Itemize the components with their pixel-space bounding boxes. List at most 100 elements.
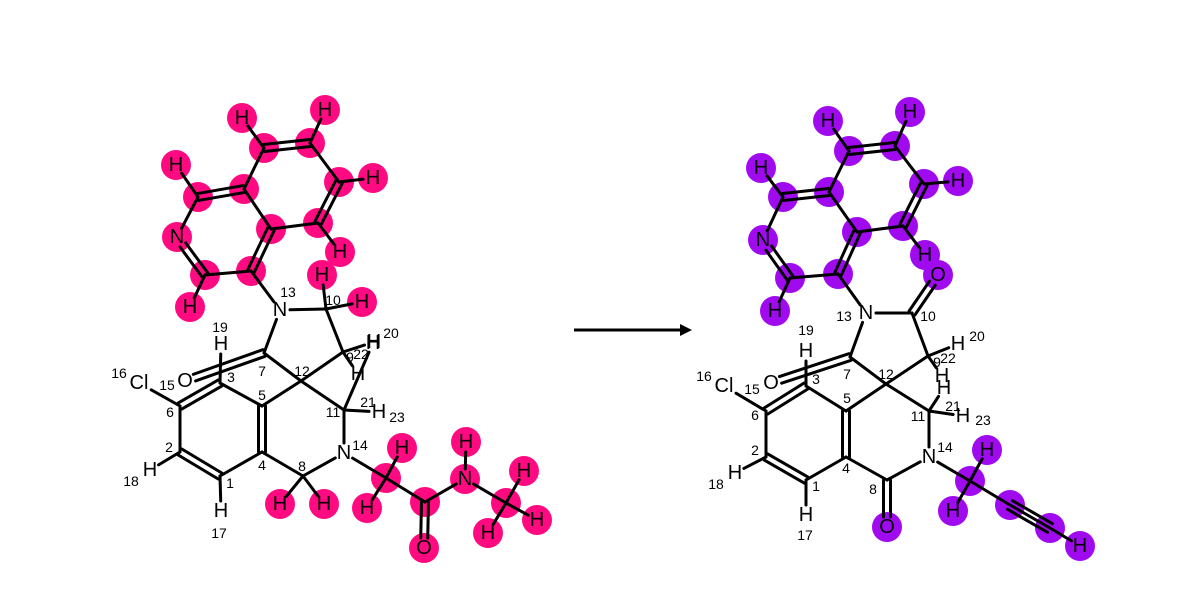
atom-label-n: N: [273, 299, 287, 321]
atom-map-number: 14: [937, 439, 953, 455]
bond-line: [299, 350, 345, 383]
single-bond: [242, 187, 273, 231]
single-bond: [936, 460, 972, 483]
atom-map-number: 20: [969, 328, 985, 344]
single-bond: [341, 350, 354, 368]
single-bond: [844, 455, 889, 482]
atom-highlight: [509, 456, 539, 486]
bond-line: [780, 358, 853, 385]
bond-line: [781, 193, 831, 202]
bond-line: [777, 352, 851, 379]
single-bond: [260, 379, 303, 408]
atom-highlight: [522, 505, 552, 535]
single-bond: [827, 190, 859, 234]
atom-label-h: H: [214, 500, 228, 522]
bond-line: [777, 276, 792, 304]
bond-line: [176, 378, 220, 405]
atom-label-n: N: [337, 442, 351, 464]
single-bond: [324, 302, 354, 311]
bond-line: [249, 269, 276, 304]
atom-map-number: 22: [353, 346, 369, 362]
single-bond: [926, 346, 951, 358]
double-bond: [178, 241, 210, 279]
atom-label-h: H: [728, 462, 742, 484]
atom-label-h: H: [903, 101, 917, 123]
single-bond: [262, 317, 279, 355]
atom-highlight: [943, 166, 973, 196]
bond-line: [184, 241, 210, 275]
bond-line: [180, 447, 224, 475]
atom-map-number: 3: [812, 371, 820, 387]
single-bond: [218, 352, 223, 385]
single-bond: [1048, 526, 1073, 543]
atom-highlight: [307, 260, 337, 290]
bond-line: [913, 283, 937, 317]
bond-line: [192, 273, 207, 300]
double-bond: [764, 244, 795, 282]
bond-line: [847, 141, 897, 150]
bond-line: [313, 178, 338, 223]
atom-label-h: H: [517, 460, 531, 482]
single-bond: [777, 276, 792, 304]
bond-line: [218, 381, 264, 408]
bond-line: [203, 269, 253, 277]
bond-line: [766, 452, 810, 479]
atom-label-h: H: [273, 493, 287, 515]
single-bond: [242, 146, 266, 191]
bond-line: [904, 184, 929, 230]
atom-label-h: H: [459, 431, 473, 453]
bond-line: [504, 501, 530, 517]
atom-map-number: 9: [346, 349, 354, 365]
single-bond: [149, 388, 182, 408]
bond-line: [180, 171, 200, 199]
bond-line: [847, 147, 897, 156]
double-bond: [781, 187, 831, 202]
single-bond: [765, 174, 785, 199]
double-bond: [419, 500, 430, 540]
bond-line: [324, 302, 354, 311]
atom-map-number: 12: [294, 363, 310, 379]
bond-line: [316, 221, 336, 246]
bond-line: [324, 307, 345, 354]
bond-line: [342, 350, 371, 412]
bond-line: [370, 476, 388, 502]
atom-map-number: 23: [389, 409, 405, 425]
single-bond: [299, 379, 346, 412]
bond-line: [342, 408, 371, 413]
double-bond: [841, 409, 851, 459]
bond-line: [968, 479, 1012, 507]
atom-label-h: H: [918, 244, 932, 266]
atom-map-number: 11: [911, 408, 926, 424]
atom-map-number: 2: [751, 442, 759, 458]
single-bond: [308, 141, 341, 184]
atom-label-h: H: [360, 497, 374, 519]
atom-highlight: [358, 163, 388, 193]
bond-line: [384, 455, 399, 480]
single-bond: [927, 409, 955, 417]
atom-highlight: [161, 150, 191, 180]
bond-line: [242, 146, 266, 191]
atom-map-number: 23: [975, 412, 991, 428]
single-bond: [321, 283, 328, 311]
bond-line: [195, 184, 245, 196]
double-bond: [257, 404, 267, 454]
bond-line: [781, 187, 831, 196]
single-bond: [968, 457, 984, 483]
bond-line: [262, 138, 312, 147]
single-bond: [384, 455, 399, 480]
single-bond: [893, 144, 926, 186]
atom-map-number: 1: [226, 475, 234, 491]
bond-line: [246, 124, 266, 150]
single-bond: [844, 382, 888, 413]
bond-line: [301, 456, 337, 478]
bond-line: [149, 388, 182, 408]
atom-map-number: 11: [326, 404, 341, 420]
single-bond: [218, 474, 223, 503]
atom-highlight: [310, 95, 340, 125]
double-bond: [195, 184, 247, 202]
bond-line: [765, 195, 785, 233]
atom-label-n: N: [170, 226, 184, 248]
bond-line: [180, 384, 224, 411]
single-bond: [249, 269, 276, 304]
